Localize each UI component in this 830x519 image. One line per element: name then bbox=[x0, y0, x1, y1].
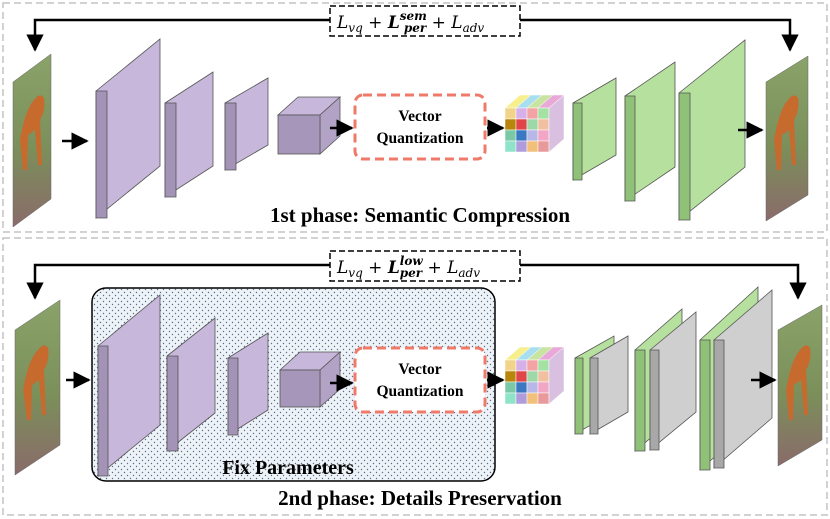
phase2-title: 2nd phase: Details Preservation bbox=[278, 486, 562, 510]
encoder-block-3 bbox=[224, 77, 269, 171]
encoder-block-3 bbox=[227, 332, 269, 436]
phase1-loss-arrow-right bbox=[520, 18, 799, 52]
phase2-vq-label-2: Quantization bbox=[377, 383, 464, 400]
phase1-loss-box bbox=[329, 5, 521, 37]
encoder-block-1 bbox=[97, 294, 161, 477]
decoder-block-2 bbox=[624, 61, 676, 202]
phase2-vq-box bbox=[353, 346, 487, 414]
phase1-decoder bbox=[572, 39, 746, 221]
encoder-block-4 bbox=[278, 351, 342, 408]
phase1-input-image bbox=[12, 53, 52, 228]
phase2-loss-arrow-right bbox=[520, 263, 807, 300]
phase2-encoder bbox=[97, 294, 342, 477]
phase1-output-image bbox=[765, 55, 809, 222]
phase2-loss-arrow bbox=[26, 263, 330, 300]
phase2-frame bbox=[2, 237, 828, 516]
decoder-block-2 bbox=[634, 308, 697, 452]
phase2-output-image bbox=[777, 304, 823, 467]
phase2-loss-box bbox=[329, 250, 521, 282]
decoder-block-3 bbox=[699, 286, 773, 471]
encoder-block-2 bbox=[166, 317, 216, 452]
phase1-codebook-cube bbox=[504, 94, 565, 153]
phase2-decoder bbox=[574, 286, 773, 471]
encoder-block-1 bbox=[95, 38, 161, 219]
phase1-frame bbox=[2, 2, 828, 233]
phase1-loss-arrow bbox=[26, 18, 330, 52]
fix-parameters-label: Fix Parameters bbox=[222, 457, 354, 479]
encoder-block-2 bbox=[164, 71, 214, 198]
phase1-vq-box bbox=[353, 93, 487, 161]
decoder-block-1 bbox=[572, 77, 617, 181]
phase1-title: 1st phase: Semantic Compression bbox=[270, 203, 570, 227]
phase2-vq-label-1: Vector bbox=[398, 361, 441, 378]
phase2-codebook-cube bbox=[504, 346, 565, 405]
phase1-vq-label-1: Vector bbox=[398, 108, 441, 125]
phase1-vq-label-2: Quantization bbox=[377, 130, 464, 147]
encoder-block-4 bbox=[276, 96, 342, 155]
decoder-block-3 bbox=[678, 39, 746, 221]
phase2-input-image bbox=[14, 299, 61, 476]
phase1-encoder bbox=[95, 38, 342, 219]
decoder-block-1 bbox=[574, 335, 629, 435]
